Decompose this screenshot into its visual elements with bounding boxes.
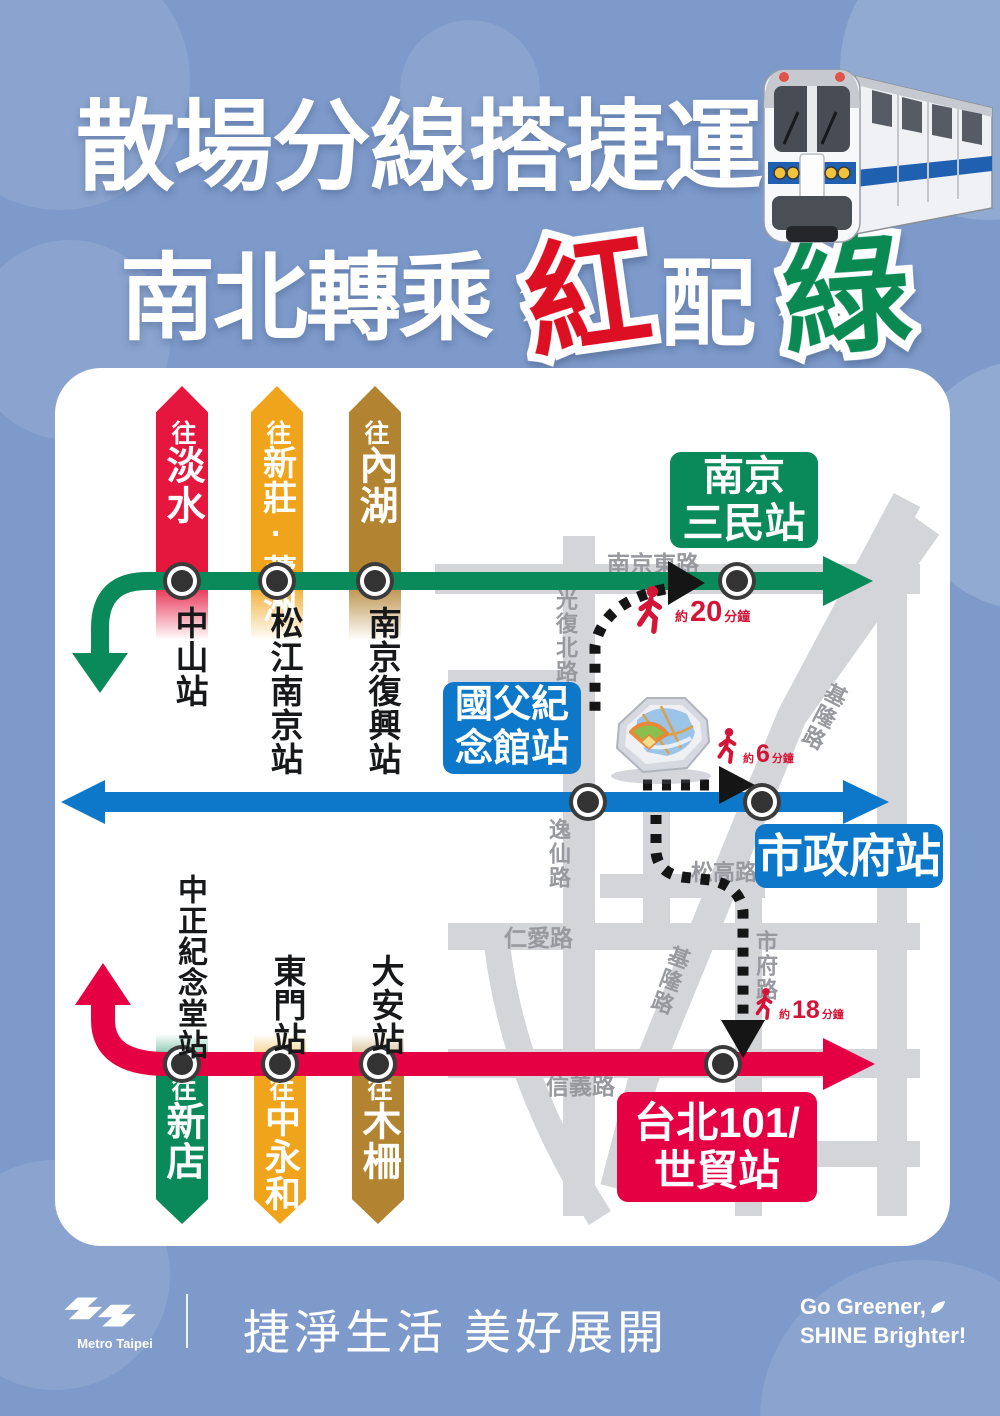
label-line: 念館站 [454, 728, 569, 770]
street-label: 光復北路 [553, 588, 578, 684]
label-line: 世貿站 [653, 1147, 780, 1194]
street-label: 基隆路 [795, 678, 851, 754]
destination-label: 中永和 [260, 1101, 301, 1212]
page-title-line1: 散場分線搭捷運 [76, 91, 763, 202]
station-name: 中山站 [171, 606, 208, 708]
metro-train-icon [763, 69, 993, 243]
metro-taipei-logo-icon [64, 1297, 136, 1327]
station-name: 東門站 [269, 954, 306, 1056]
station-name: 松江南京站 [266, 606, 303, 776]
footer-slogan-zh: 捷淨生活 美好展開 [243, 1306, 669, 1359]
title-link-char: 配 [660, 251, 756, 358]
toward-label: 往 [361, 420, 389, 445]
pedestrian-icon [717, 728, 737, 764]
title-line2-prefix: 南北轉乘 [120, 246, 494, 352]
walk-time: 約 18 分鐘 [779, 996, 844, 1025]
footer-divider [186, 1294, 188, 1348]
walk-time: 約 6 分鐘 [743, 740, 794, 769]
station-label-sun-yat-sen-memorial: 國父紀 念館站 [443, 682, 581, 774]
walk-time: 約 20 分鐘 [675, 596, 750, 629]
title-red-char: 紅 [512, 188, 660, 384]
label-line: 市政府站 [757, 829, 941, 882]
walk-approx: 約 [675, 609, 689, 624]
street-label: 仁愛路 [504, 925, 573, 951]
destination-label: 新莊·蘆洲 [257, 445, 296, 624]
transit-map-card: 南京東路 光復北路 基隆路 逸仙路 松高路 仁愛路 基隆路 市府路 信義路 往 … [55, 368, 950, 1246]
pedestrian-icon [755, 988, 773, 1020]
station-name: 大安站 [367, 954, 404, 1056]
pedestrian-icon [637, 586, 663, 634]
walk-approx: 約 [779, 1009, 790, 1021]
label-line: 國父紀 [454, 684, 569, 727]
street-label: 基隆路 [645, 942, 694, 1019]
walk-unit: 分鐘 [821, 1009, 844, 1021]
footer-slogan-en-line1: Go Greener, [800, 1294, 926, 1319]
label-line: 南京 [703, 452, 785, 499]
walk-approx: 約 [743, 753, 754, 765]
branch-banner-xindian: 往 新店 [156, 1034, 208, 1224]
station-label-taipei101: 台北101/ 世貿站 [617, 1092, 817, 1202]
branch-banner-zhongyonghe: 往 中永和 [254, 1034, 306, 1224]
metro-taipei-logo-text: Metro Taipei [77, 1336, 153, 1351]
walk-minutes: 18 [792, 996, 820, 1024]
footer-slogan-en-line2: SHINE Brighter! [800, 1323, 967, 1348]
page-title-line2: 南北轉乘 紅 配 綠 [0, 190, 1000, 375]
station-label-city-hall: 市政府站 [755, 824, 943, 888]
toward-label: 往 [263, 420, 291, 445]
street-label: 松高路 [691, 860, 758, 885]
toward-label: 往 [266, 1076, 294, 1101]
bokeh-circle [400, 20, 540, 160]
taipei-dome-icon [611, 697, 711, 784]
destination-label: 淡水 [161, 445, 204, 525]
destination-label: 內湖 [354, 445, 397, 525]
station-label-nanjing-sanmin: 南京 三民站 [670, 452, 818, 548]
footer-slogan-en: Go Greener, SHINE Brighter! [800, 1292, 966, 1350]
street-label: 信義路 [546, 1073, 615, 1099]
label-line: 台北101/ [634, 1098, 800, 1146]
station-name: 中正紀念堂站 [173, 874, 206, 1060]
toward-label: 往 [168, 1076, 196, 1101]
label-line: 三民站 [682, 500, 806, 546]
destination-label: 新店 [161, 1101, 204, 1181]
blue-line [61, 780, 889, 824]
walk-minutes: 20 [690, 596, 723, 628]
branch-banner-muzha: 往 木柵 [352, 1034, 404, 1224]
street-label: 南京東路 [607, 551, 699, 577]
leaf-icon [930, 1301, 945, 1313]
walk-minutes: 6 [756, 740, 770, 768]
toward-label: 往 [168, 420, 196, 445]
street-label: 逸仙路 [546, 818, 571, 890]
toward-label: 往 [364, 1076, 392, 1101]
walk-unit: 分鐘 [724, 609, 751, 624]
walk-unit: 分鐘 [771, 753, 794, 765]
station-name: 南京復興站 [364, 606, 401, 776]
destination-label: 木柵 [357, 1101, 400, 1181]
